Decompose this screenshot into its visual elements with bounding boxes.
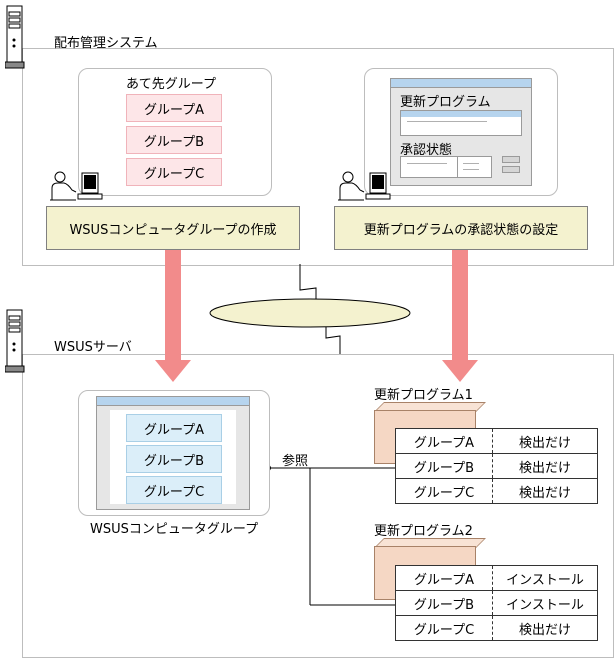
- window-titlebar: [97, 397, 249, 406]
- dest-group-title: あて先グループ: [126, 77, 216, 92]
- reference-connector: [268, 467, 395, 606]
- server-tower-icon: [5, 5, 25, 69]
- group-cell: グループC: [395, 478, 493, 504]
- status-cell: インストール: [492, 565, 598, 591]
- group-cell: グループC: [395, 615, 493, 641]
- update-program-2-table: グループA インストール グループB インストール グループC 検出だけ: [395, 565, 598, 641]
- table-row: グループB インストール: [395, 590, 598, 616]
- update-program-2-title: 更新プログラム2: [374, 524, 473, 539]
- update-program-1-table: グループA 検出だけ グループB 検出だけ グループC 検出だけ: [395, 428, 598, 504]
- group-cell: グループA: [395, 428, 493, 454]
- status-cell: 検出だけ: [492, 428, 598, 454]
- table-row: グループC 検出だけ: [395, 478, 598, 504]
- window-button-2: [502, 166, 520, 173]
- status-cell: 検出だけ: [492, 453, 598, 479]
- arrow-create-groups: [155, 250, 191, 382]
- wsus-group-a: グループA: [126, 414, 222, 442]
- table-row: グループB 検出だけ: [395, 453, 598, 479]
- approval-state-label: 承認状態: [400, 143, 453, 158]
- arrow-set-approval: [442, 250, 478, 382]
- update-program-title: 更新プログラム: [400, 95, 491, 110]
- wsus-computer-group-caption: WSUSコンピュータグループ: [90, 522, 259, 537]
- table-row: グループC 検出だけ: [395, 615, 598, 641]
- table-row: グループA インストール: [395, 565, 598, 591]
- window-titlebar: [391, 79, 531, 88]
- update-program-listbox: [400, 110, 522, 136]
- dest-group-a: グループA: [126, 94, 222, 122]
- status-cell: インストール: [492, 590, 598, 616]
- group-cell: グループB: [395, 453, 493, 479]
- operator-at-pc-icon: [338, 171, 391, 201]
- table-row: グループA 検出だけ: [395, 428, 598, 454]
- approval-state-table: [400, 156, 492, 178]
- action-create-computer-groups: WSUSコンピュータグループの作成: [46, 206, 300, 250]
- network-link-line: [299, 264, 317, 306]
- wsus-group-c: グループC: [126, 476, 222, 504]
- update-program-1-title: 更新プログラム1: [374, 388, 473, 403]
- window-button-1: [502, 156, 520, 163]
- reference-label: 参照: [282, 454, 309, 469]
- network-ellipse: [209, 298, 411, 328]
- group-cell: グループA: [395, 565, 493, 591]
- dest-group-b: グループB: [126, 126, 222, 154]
- operator-at-pc-icon: [50, 171, 103, 201]
- status-cell: 検出だけ: [492, 615, 598, 641]
- wsus-group-b: グループB: [126, 445, 222, 473]
- action-set-approval-state: 更新プログラムの承認状態の設定: [334, 206, 588, 250]
- server-tower-icon: [5, 309, 25, 373]
- distribution-system-title: 配布管理システム: [54, 36, 158, 51]
- dest-group-c: グループC: [126, 158, 222, 186]
- wsus-server-title: WSUSサーバ: [54, 340, 132, 355]
- status-cell: 検出だけ: [492, 478, 598, 504]
- group-cell: グループB: [395, 590, 493, 616]
